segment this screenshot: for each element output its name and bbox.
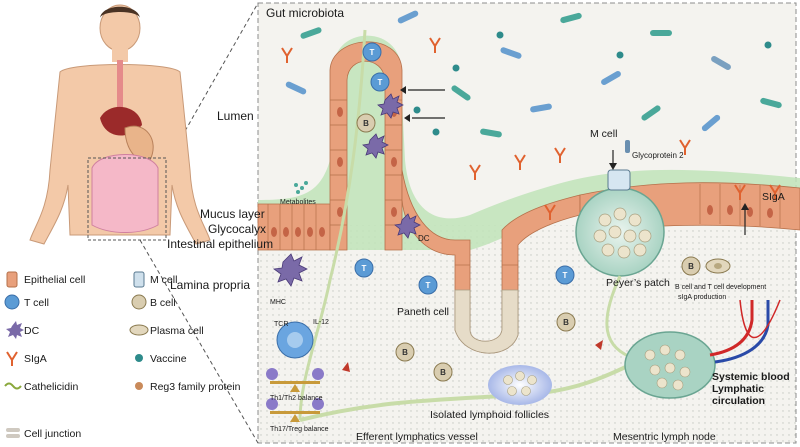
legend-label: DC [24,325,40,337]
m-cell [607,169,631,191]
tcr-label: TCR [274,321,288,328]
b-cell-label: B [688,262,694,271]
vaccine-particle-icon [135,354,143,362]
b-cell-label: B [363,119,369,128]
dendritic-cell-icon [6,321,24,339]
glycoprotein-2-marker [625,140,630,153]
t-cells [354,42,575,295]
glycocalyx-label: Glycocalyx [208,222,266,236]
plasma-cell-icon [129,324,149,336]
t-cell-labels: T T T T T [362,48,568,290]
vaccine-particles [413,31,772,136]
flow-arrow-2 [595,340,603,350]
isolated-follicles-label: Isolated lymphoid follicles [430,409,549,421]
t-cell-label: T [426,281,431,290]
legend-label: Cathelicidin [24,381,78,393]
b-cell-label: B [563,318,569,327]
villus-lacteal [298,29,367,421]
systemic-blood-label: Systemic blood [712,371,790,383]
siga-molecules [281,37,781,220]
legend-label: M cell [150,274,177,286]
siga-antibody-icon [6,351,18,366]
dc-label: DC [418,234,430,243]
il12-label: IL-12 [313,319,329,326]
b-cells [356,113,701,382]
cathelicidin-icon [4,382,22,390]
legend-label: Epithelial cell [24,274,85,286]
t-cell-icon [4,294,20,310]
legend-label: SIgA [24,353,47,365]
epithelial-cell-icon [6,271,18,288]
th1-th2-label: Th1/Th2 balance [270,395,323,402]
t-cell-label: T [362,264,367,273]
siga-label: SIgA [762,191,785,203]
systemic-artery [709,300,754,357]
uptake-arrows [408,89,746,235]
dendritic-cells [272,93,421,287]
legend-label: Plasma cell [150,325,204,337]
capillary-loop [739,299,781,338]
th17-treg-balance-beam [270,411,320,414]
legend-icons [4,271,149,438]
villus-epithelium [329,41,403,251]
b-cell-icon [131,294,147,310]
b-cell-labels: B B B B B [363,119,694,377]
mesenteric-node-label: Mesentric lymph node [613,431,716,443]
diagram-title: Gut microbiota [266,6,344,20]
human-body-figure [29,4,211,245]
paneth-cell-zone [454,289,519,354]
m-cell-label: M cell [590,128,617,140]
lymph-node-cells [644,344,691,391]
intestinal-epithelium-label: Intestinal epithelium [167,237,273,251]
isolated-follicle-cells [503,371,537,396]
zoom-line-top [139,2,259,211]
lumen-label: Lumen [217,109,254,123]
b-cell-label: B [402,348,408,357]
t-cell-label: T [378,78,383,87]
paneth-cell-label: Paneth cell [397,306,449,318]
legend-label: T cell [24,297,49,309]
mucus-layer-label: Mucus layer [200,207,265,221]
reg3-protein-icon [135,382,143,390]
metabolite-particles [294,181,308,194]
circulation-label: circulation [712,395,765,407]
lymphatic-label: Lymphatic [712,383,764,395]
b-cell-label: B [440,368,446,377]
t-cell-label: T [563,271,568,280]
glycoprotein-2-label: Glycoprotein 2 [632,151,684,160]
flow-arrow-1 [342,362,350,372]
zoom-line-bottom [139,239,259,444]
m-cell-icon [133,271,145,288]
isolated-lymphoid-follicle [488,365,552,405]
siga-production-label: sIgA production [678,294,726,301]
metabolites-label: Metabolites [280,199,316,206]
gut-microbes [285,10,782,138]
legend-label: Reg3 family protein [150,381,241,393]
mhc-label: MHC [270,299,286,306]
b-t-development-label: B cell and T cell development [675,284,766,291]
th17-treg-label: Th17/Treg balance [270,426,329,433]
legend-label: Vaccine [150,353,187,365]
th1-th2-balance-beam [270,381,320,384]
peyers-patch-cells [593,207,652,259]
legend: Epithelial cell M cell T cell B cell DC … [24,274,241,440]
t-cell-label: T [370,48,375,57]
peyers-patch-label: Peyer’s patch [606,277,670,289]
legend-label: B cell [150,297,176,309]
efferent-vessel-label: Efferent lymphatics vessel [356,431,478,443]
legend-label: Cell junction [24,428,81,440]
cell-junction-icon [6,428,20,432]
lamina-propria-label: Lamina propria [170,278,250,292]
